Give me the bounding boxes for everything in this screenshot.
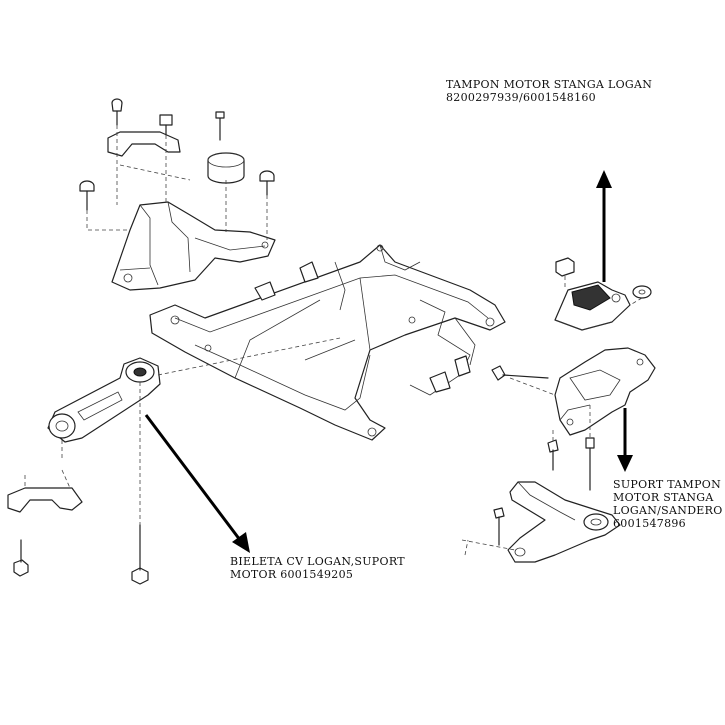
bieleta-label-line2: MOTOR 6001549205	[230, 568, 354, 581]
torque-rod-part	[7, 337, 341, 585]
engine-mount-bracket-part	[491, 347, 656, 491]
suport-tampon-label-line1: SUPORT TAMPON	[613, 478, 722, 491]
tampon-motor-label: TAMPON MOTOR STANGA LOGAN 8200297939/600…	[446, 78, 652, 104]
upper-left-engine-mount	[79, 98, 276, 291]
tampon-motor-label-line1: TAMPON MOTOR STANGA LOGAN	[446, 78, 653, 91]
suport-tampon-label: SUPORT TAMPON MOTOR STANGA LOGAN/SANDERO…	[613, 478, 723, 530]
suport-tampon-label-line4: 6001547896	[613, 517, 686, 530]
suport-tampon-label-line3: LOGAN/SANDERO	[613, 504, 723, 517]
left-engine-mount-part	[554, 257, 652, 331]
arrow-diagonal	[144, 414, 250, 553]
bieleta-label: BIELETA CV LOGAN,SUPORT MOTOR 6001549205	[230, 555, 405, 581]
arrow-down	[617, 408, 633, 472]
arrow-up	[596, 170, 612, 282]
tampon-motor-label-line2: 8200297939/6001548160	[446, 91, 596, 104]
lower-right-arm-part	[461, 481, 621, 563]
bieleta-label-line1: BIELETA CV LOGAN,SUPORT	[230, 555, 405, 568]
suport-tampon-label-line2: MOTOR STANGA	[613, 491, 714, 504]
subframe	[149, 244, 506, 441]
